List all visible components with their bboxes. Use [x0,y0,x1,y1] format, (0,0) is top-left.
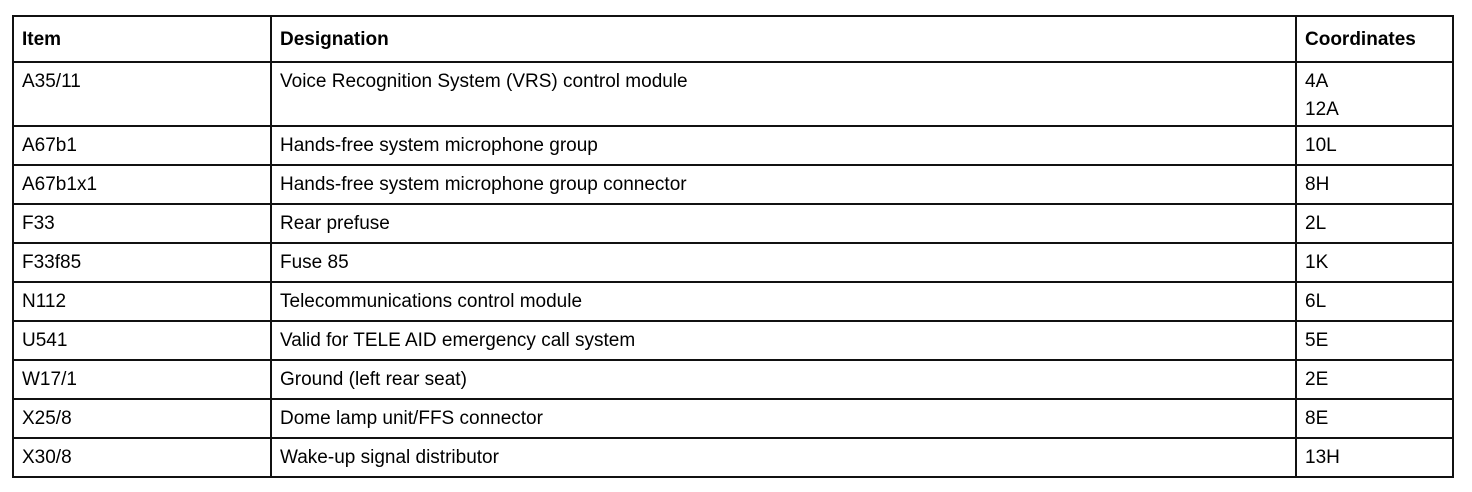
cell-item: A67b1 [12,125,272,166]
table-row: F33f85 Fuse 85 1K [12,242,1454,283]
cell-item: W17/1 [12,359,272,400]
cell-designation: Voice Recognition System (VRS) control m… [270,61,1297,127]
table-row: F33 Rear prefuse 2L [12,203,1454,244]
table-row: N112 Telecommunications control module 6… [12,281,1454,322]
table-row: A67b1x1 Hands-free system microphone gro… [12,164,1454,205]
cell-item: X30/8 [12,437,272,478]
cell-designation: Ground (left rear seat) [270,359,1297,400]
cell-coordinates: 8E [1295,398,1454,439]
cell-coordinates: 5E [1295,320,1454,361]
cell-designation: Hands-free system microphone group [270,125,1297,166]
coordinate-value: 4A [1305,71,1329,92]
table-row: X25/8 Dome lamp unit/FFS connector 8E [12,398,1454,439]
header-designation: Designation [270,15,1297,63]
cell-designation: Hands-free system microphone group conne… [270,164,1297,205]
table-header-row: Item Designation Coordinates [12,15,1454,63]
table-row: U541 Valid for TELE AID emergency call s… [12,320,1454,361]
coordinate-value: 12A [1305,99,1339,120]
table-row: A67b1 Hands-free system microphone group… [12,125,1454,166]
table-row: X30/8 Wake-up signal distributor 13H [12,437,1454,478]
cell-coordinates: 8H [1295,164,1454,205]
table-row: W17/1 Ground (left rear seat) 2E [12,359,1454,400]
header-item: Item [12,15,272,63]
cell-coordinates: 2E [1295,359,1454,400]
cell-item: X25/8 [12,398,272,439]
cell-item: F33f85 [12,242,272,283]
component-table: Item Designation Coordinates A35/11 Voic… [12,15,1454,478]
cell-item: A67b1x1 [12,164,272,205]
table-row: A35/11 Voice Recognition System (VRS) co… [12,61,1454,127]
cell-coordinates: 10L [1295,125,1454,166]
component-table-container: Item Designation Coordinates A35/11 Voic… [12,15,1454,478]
cell-coordinates: 1K [1295,242,1454,283]
cell-item: A35/11 [12,61,272,127]
cell-designation: Valid for TELE AID emergency call system [270,320,1297,361]
cell-designation: Telecommunications control module [270,281,1297,322]
cell-coordinates: 13H [1295,437,1454,478]
cell-designation: Fuse 85 [270,242,1297,283]
cell-coordinates: 4A 12A [1295,61,1454,127]
cell-item: N112 [12,281,272,322]
cell-designation: Wake-up signal distributor [270,437,1297,478]
header-coordinates: Coordinates [1295,15,1454,63]
cell-item: F33 [12,203,272,244]
cell-designation: Rear prefuse [270,203,1297,244]
cell-coordinates: 6L [1295,281,1454,322]
cell-designation: Dome lamp unit/FFS connector [270,398,1297,439]
cell-coordinates: 2L [1295,203,1454,244]
cell-item: U541 [12,320,272,361]
